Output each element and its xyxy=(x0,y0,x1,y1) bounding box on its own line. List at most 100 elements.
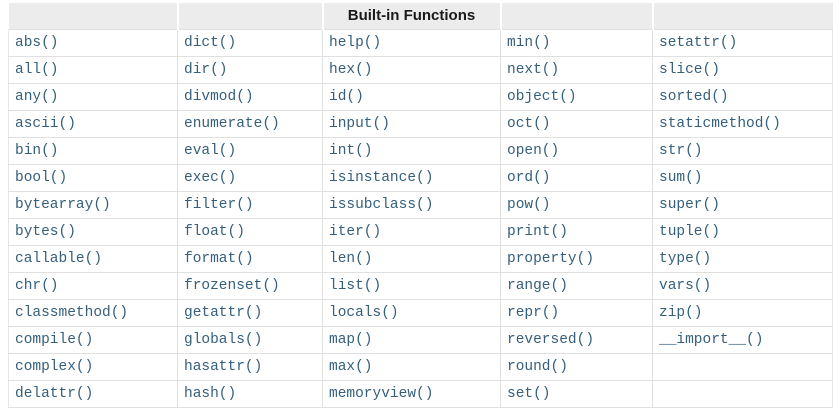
function-link[interactable]: bin() xyxy=(15,143,59,159)
function-link[interactable]: getattr() xyxy=(184,305,263,321)
table-caption: Built-in Functions xyxy=(321,3,501,30)
function-cell: hash() xyxy=(177,380,323,408)
function-link[interactable]: bytearray() xyxy=(15,197,111,213)
function-cell: getattr() xyxy=(177,299,323,327)
function-link[interactable]: filter() xyxy=(184,197,254,213)
function-link[interactable]: range() xyxy=(507,278,568,294)
function-link[interactable]: setattr() xyxy=(659,35,738,51)
function-link[interactable]: iter() xyxy=(329,224,382,240)
function-link[interactable]: bool() xyxy=(15,170,68,186)
function-link[interactable]: __import__() xyxy=(659,332,764,348)
function-link[interactable]: isinstance() xyxy=(329,170,434,186)
function-link[interactable]: open() xyxy=(507,143,560,159)
caption-cell-spacer xyxy=(651,3,833,30)
function-link[interactable]: set() xyxy=(507,386,551,402)
function-link[interactable]: pow() xyxy=(507,197,551,213)
function-link[interactable]: bytes() xyxy=(15,224,76,240)
function-link[interactable]: issubclass() xyxy=(329,197,434,213)
function-cell: open() xyxy=(500,137,653,165)
function-link[interactable]: compile() xyxy=(15,332,94,348)
table-row: bytearray() filter() issubclass() pow() supe… xyxy=(8,191,833,219)
function-link[interactable]: hex() xyxy=(329,62,373,78)
function-link[interactable]: abs() xyxy=(15,35,59,51)
function-cell: hasattr() xyxy=(177,353,323,381)
function-link[interactable]: print() xyxy=(507,224,568,240)
function-link[interactable]: delattr() xyxy=(15,386,94,402)
function-link[interactable]: zip() xyxy=(659,305,703,321)
function-link[interactable]: dict() xyxy=(184,35,237,51)
function-cell: int() xyxy=(322,137,501,165)
function-link[interactable]: input() xyxy=(329,116,390,132)
function-link[interactable]: any() xyxy=(15,89,59,105)
function-link[interactable]: max() xyxy=(329,359,373,375)
function-cell: issubclass() xyxy=(322,191,501,219)
function-link[interactable]: type() xyxy=(659,251,712,267)
function-link[interactable]: exec() xyxy=(184,170,237,186)
table-row: classmethod() getattr() locals() repr() zip(… xyxy=(8,299,833,327)
caption-cell-spacer xyxy=(176,3,323,30)
table-row: any() divmod() id() object() sorted() xyxy=(8,83,833,111)
function-cell: compile() xyxy=(8,326,178,354)
function-link[interactable]: locals() xyxy=(329,305,399,321)
function-link[interactable]: reversed() xyxy=(507,332,595,348)
function-link[interactable]: sum() xyxy=(659,170,703,186)
function-link[interactable]: complex() xyxy=(15,359,94,375)
function-link[interactable]: repr() xyxy=(507,305,560,321)
function-link[interactable]: slice() xyxy=(659,62,720,78)
function-link[interactable]: format() xyxy=(184,251,254,267)
function-cell: pow() xyxy=(500,191,653,219)
function-link[interactable]: help() xyxy=(329,35,382,51)
function-link[interactable]: min() xyxy=(507,35,551,51)
function-link[interactable]: hash() xyxy=(184,386,237,402)
function-cell: sorted() xyxy=(652,83,833,111)
function-link[interactable]: frozenset() xyxy=(184,278,280,294)
function-link[interactable]: enumerate() xyxy=(184,116,280,132)
function-link[interactable]: next() xyxy=(507,62,560,78)
function-link[interactable]: super() xyxy=(659,197,720,213)
function-cell: eval() xyxy=(177,137,323,165)
function-link[interactable]: callable() xyxy=(15,251,103,267)
function-cell: zip() xyxy=(652,299,833,327)
function-cell: help() xyxy=(322,29,501,57)
table-row: delattr() hash() memoryview() set() xyxy=(8,380,833,408)
function-link[interactable]: classmethod() xyxy=(15,305,129,321)
table-row: bin() eval() int() open() str() xyxy=(8,137,833,165)
function-cell: list() xyxy=(322,272,501,300)
function-link[interactable]: dir() xyxy=(184,62,228,78)
function-link[interactable]: property() xyxy=(507,251,595,267)
function-link[interactable]: float() xyxy=(184,224,245,240)
function-link[interactable]: sorted() xyxy=(659,89,729,105)
function-link[interactable]: divmod() xyxy=(184,89,254,105)
function-link[interactable]: list() xyxy=(329,278,382,294)
function-link[interactable]: globals() xyxy=(184,332,263,348)
function-link[interactable]: len() xyxy=(329,251,373,267)
function-link[interactable]: map() xyxy=(329,332,373,348)
function-link[interactable]: all() xyxy=(15,62,59,78)
function-link[interactable]: ord() xyxy=(507,170,551,186)
function-link[interactable]: tuple() xyxy=(659,224,720,240)
function-link[interactable]: eval() xyxy=(184,143,237,159)
table-row: chr() frozenset() list() range() vars() xyxy=(8,272,833,300)
function-link[interactable]: oct() xyxy=(507,116,551,132)
caption-cell-spacer xyxy=(8,3,178,30)
function-link[interactable]: ascii() xyxy=(15,116,76,132)
function-cell: format() xyxy=(177,245,323,273)
caption-cell-spacer xyxy=(499,3,653,30)
function-link[interactable]: vars() xyxy=(659,278,712,294)
function-link[interactable]: memoryview() xyxy=(329,386,434,402)
function-link[interactable]: object() xyxy=(507,89,577,105)
function-link[interactable]: hasattr() xyxy=(184,359,263,375)
function-link[interactable]: round() xyxy=(507,359,568,375)
function-cell: iter() xyxy=(322,218,501,246)
empty-cell xyxy=(652,353,833,381)
function-cell: bytearray() xyxy=(8,191,178,219)
function-cell: frozenset() xyxy=(177,272,323,300)
function-link[interactable]: int() xyxy=(329,143,373,159)
function-link[interactable]: str() xyxy=(659,143,703,159)
function-cell: ord() xyxy=(500,164,653,192)
function-link[interactable]: chr() xyxy=(15,278,59,294)
function-link[interactable]: id() xyxy=(329,89,364,105)
function-link[interactable]: staticmethod() xyxy=(659,116,781,132)
function-cell: dir() xyxy=(177,56,323,84)
function-cell: chr() xyxy=(8,272,178,300)
